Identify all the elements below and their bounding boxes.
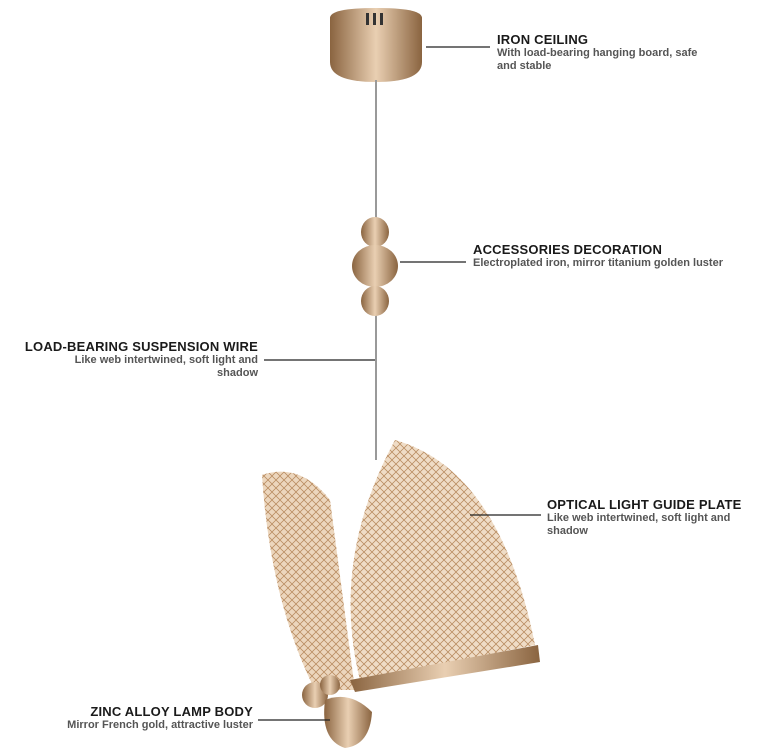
callout-title: IRON CEILING <box>497 32 589 47</box>
callout-desc: Like web intertwined, soft light and sha… <box>74 354 258 379</box>
callout-desc: Electroplated iron, mirror titanium gold… <box>473 257 723 269</box>
callout-iron-ceiling: IRON CEILING With load-bearing hanging b… <box>497 32 737 73</box>
callout-desc: With load-bearing hanging board, safe an… <box>497 47 698 72</box>
callout-desc: Like web intertwined, soft light and sha… <box>547 512 731 537</box>
butterfly-wings <box>262 440 540 692</box>
callout-title: ZINC ALLOY LAMP BODY <box>90 704 253 719</box>
callout-title: LOAD-BEARING SUSPENSION WIRE <box>24 339 258 354</box>
callout-accessories: ACCESSORIES DECORATION Electroplated iro… <box>473 242 763 270</box>
callout-suspension-wire: LOAD-BEARING SUSPENSION WIRE Like web in… <box>0 339 258 380</box>
lamp-body <box>302 675 372 748</box>
callout-title: OPTICAL LIGHT GUIDE PLATE <box>547 497 742 512</box>
callout-desc: Mirror French gold, attractive luster <box>67 719 253 731</box>
callout-title: ACCESSORIES DECORATION <box>473 242 663 257</box>
decoration-beads <box>352 217 398 316</box>
callout-lamp-body: ZINC ALLOY LAMP BODY Mirror French gold,… <box>0 704 253 732</box>
callout-light-guide-plate: OPTICAL LIGHT GUIDE PLATE Like web inter… <box>547 497 762 538</box>
leader-lines <box>258 46 541 721</box>
ceiling-canopy <box>330 8 422 82</box>
